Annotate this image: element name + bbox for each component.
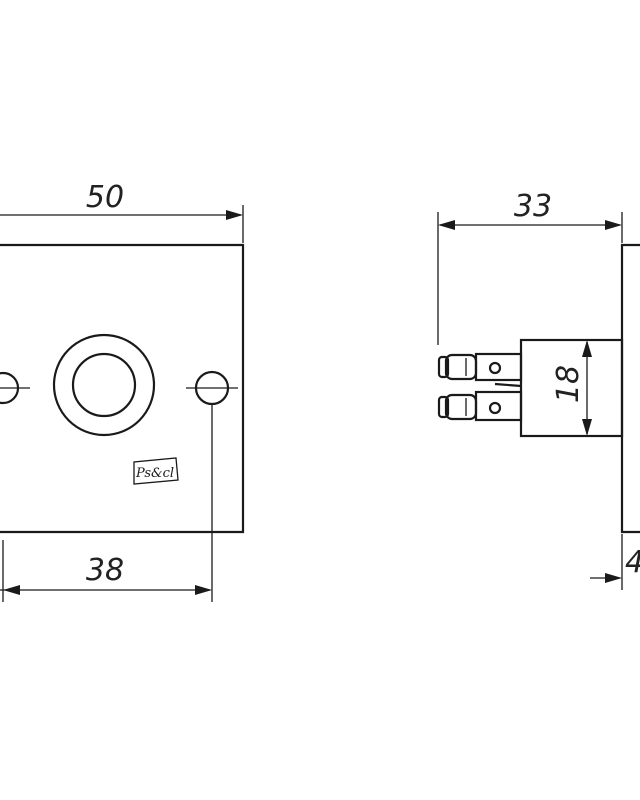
- dimension-label-width: 50: [86, 180, 124, 215]
- front-plate-outline: [0, 243, 245, 534]
- side-plate-outline: [620, 243, 640, 534]
- arrowhead-spacing-right: [195, 585, 212, 595]
- logo-text: Ps&cl: [135, 466, 174, 481]
- arrowhead-height-bottom: [582, 419, 592, 436]
- arrowhead-depth-left: [438, 220, 455, 230]
- manufacturer-logo: Ps&cl: [133, 457, 179, 485]
- screw-lower: [437, 393, 478, 421]
- switch-body: [519, 338, 624, 438]
- arrowhead-spacing-left: [3, 585, 20, 595]
- dimension-label-hole-spacing: 38: [86, 553, 124, 588]
- arrowhead-width-right: [226, 210, 243, 220]
- center-contact: [494, 382, 522, 388]
- arrowhead-depth-right: [605, 220, 622, 230]
- side-view: 33 18 4: [437, 189, 640, 590]
- terminal-tab-upper: [474, 352, 523, 382]
- terminal-hole-upper: [488, 361, 502, 375]
- screw-upper: [437, 353, 478, 381]
- dimension-label-depth: 33: [514, 189, 552, 224]
- front-view: 50 38 Ps&cl: [0, 180, 245, 602]
- arrowhead-height-top: [582, 340, 592, 357]
- dimension-label-thickness: 4: [625, 545, 640, 580]
- arrowhead-thickness: [605, 573, 622, 583]
- push-button-outer-ring: [52, 333, 156, 437]
- dimension-label-body-height: 18: [551, 365, 586, 403]
- push-button-inner: [71, 352, 137, 418]
- terminal-hole-lower: [488, 401, 502, 415]
